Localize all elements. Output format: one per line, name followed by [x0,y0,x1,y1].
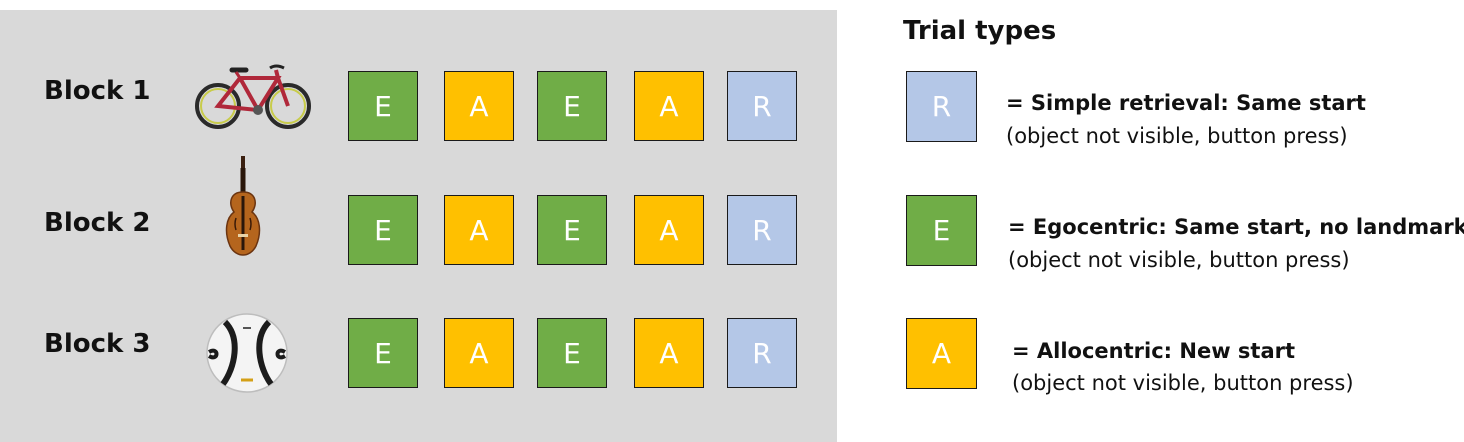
block-1-trial-1: E [348,71,418,141]
violin-icon [225,156,261,256]
legend-egocentric-title: = Egocentric: Same start, no landmarks [1008,215,1464,239]
block-3-trial-3: E [537,318,607,388]
block-1-trial-5: R [727,71,797,141]
legend-swatch-retrieval: R [906,71,977,142]
block-2-trial-1: E [348,195,418,265]
block-3-label: Block 3 [44,329,151,359]
legend-retrieval-title: = Simple retrieval: Same start [1006,91,1366,115]
bicycle-icon [195,64,311,129]
block-1-trial-3: E [537,71,607,141]
block-2-trial-5: R [727,195,797,265]
legend-retrieval-note: (object not visible, button press) [1006,124,1348,148]
soccer-ball-icon [206,313,288,393]
legend-swatch-allocentric: A [906,318,977,389]
block-3-trial-1: E [348,318,418,388]
legend-swatch-egocentric: E [906,195,977,266]
block-3-trial-4: A [634,318,704,388]
block-2-label: Block 2 [44,208,151,238]
block-1-trial-4: A [634,71,704,141]
block-2-trial-2: A [444,195,514,265]
block-2-trial-4: A [634,195,704,265]
legend-egocentric-note: (object not visible, button press) [1008,248,1350,272]
legend-allocentric-title: = Allocentric: New start [1012,339,1296,363]
legend-title: Trial types [903,16,1057,46]
legend-allocentric-note: (object not visible, button press) [1012,371,1354,395]
block-1-trial-2: A [444,71,514,141]
block-1-label: Block 1 [44,76,151,106]
block-3-trial-5: R [727,318,797,388]
block-3-trial-2: A [444,318,514,388]
block-2-trial-3: E [537,195,607,265]
